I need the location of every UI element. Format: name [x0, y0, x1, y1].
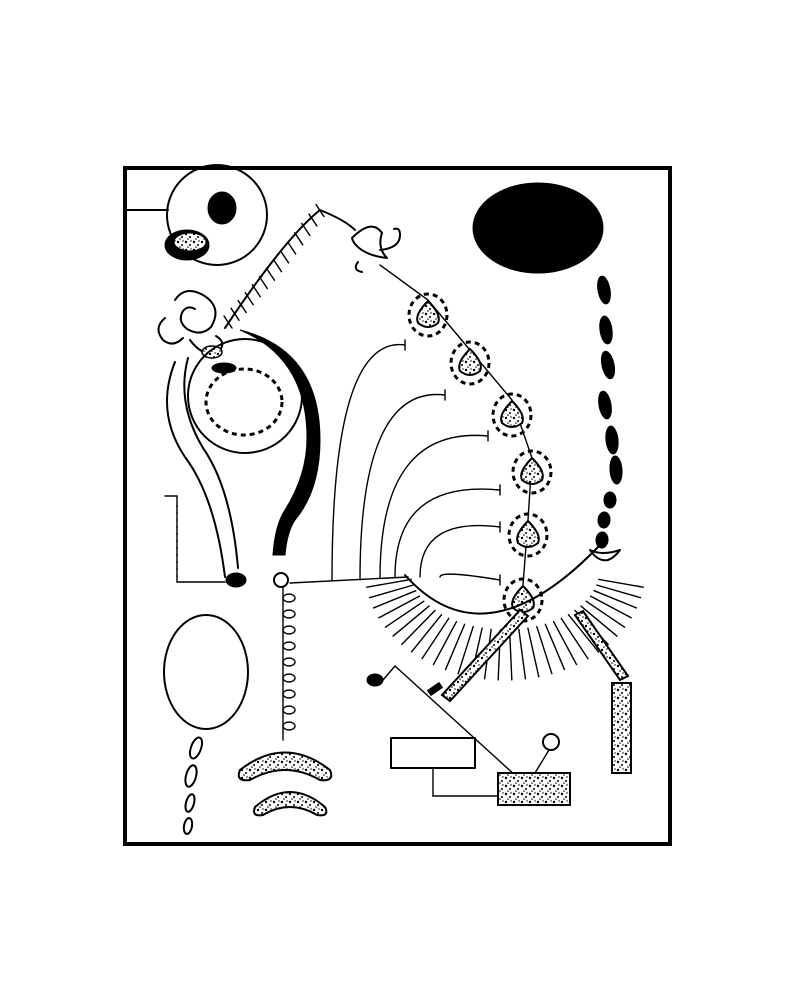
ray	[401, 609, 436, 646]
droplet-outline	[449, 340, 491, 386]
kidney-shapes	[237, 751, 333, 817]
ray	[457, 625, 474, 675]
fern-tick	[237, 299, 247, 314]
fern-tick	[279, 250, 290, 264]
bead	[282, 593, 296, 603]
fern-tick	[272, 258, 283, 273]
cup-shape	[589, 549, 621, 562]
fern-tick	[308, 213, 318, 227]
black-dash	[597, 511, 611, 529]
ray	[432, 620, 458, 666]
ray	[410, 613, 443, 653]
black-dash-column	[595, 275, 623, 549]
black-dash	[599, 315, 613, 345]
black-dash	[600, 350, 616, 380]
ray	[598, 578, 644, 588]
ray	[527, 627, 540, 678]
fern-tick	[315, 203, 325, 218]
bead-chain	[282, 593, 296, 731]
fan-arc	[419, 524, 501, 578]
ray	[593, 589, 638, 609]
droplet-outline	[491, 392, 533, 438]
left-oval	[163, 614, 249, 835]
ray	[585, 600, 626, 628]
ray	[366, 578, 412, 588]
fern-tick	[301, 222, 311, 237]
fan-arc	[394, 488, 501, 578]
ray	[508, 629, 513, 681]
picture-frame	[123, 166, 672, 846]
black-dash	[598, 390, 612, 420]
fern-tick	[223, 315, 233, 329]
droplet	[458, 347, 482, 376]
black-dash	[597, 275, 611, 305]
left-stem	[166, 357, 247, 588]
fan-arc	[379, 434, 489, 579]
ray	[444, 623, 466, 671]
bead	[282, 721, 296, 731]
bead	[282, 657, 296, 667]
ray	[536, 625, 553, 675]
ray	[372, 589, 417, 609]
eye-circle	[126, 164, 268, 266]
ray	[518, 628, 527, 680]
ray	[392, 605, 430, 637]
ray	[589, 595, 632, 619]
droplet	[500, 399, 524, 428]
ray	[580, 605, 618, 637]
black-dash	[605, 425, 619, 455]
flower-head	[157, 290, 224, 359]
fan-arcs	[331, 339, 501, 586]
ray-bowl	[366, 544, 644, 681]
fan-arc	[439, 573, 501, 581]
black-dash	[603, 491, 617, 509]
fern-tick	[286, 241, 297, 255]
curly-flower	[351, 225, 401, 273]
bracket-line	[164, 495, 226, 583]
bead	[282, 625, 296, 635]
tall-speckled-bar	[611, 682, 632, 774]
droplet	[416, 299, 440, 328]
fan-arc	[359, 393, 446, 581]
ray	[378, 595, 421, 619]
bead	[282, 609, 296, 619]
bead	[282, 641, 296, 651]
circuit-parts	[366, 664, 571, 806]
bead	[282, 689, 296, 699]
bead	[282, 673, 296, 683]
ray	[560, 617, 589, 660]
droplet	[520, 456, 544, 485]
fern-tick	[258, 275, 269, 290]
fern-tick	[251, 284, 262, 298]
fern-tick	[244, 292, 254, 306]
droplet-outline	[407, 292, 449, 338]
ray	[552, 620, 578, 666]
black-curve	[239, 329, 321, 556]
ray	[384, 600, 425, 628]
ray	[421, 617, 450, 660]
ray	[567, 613, 600, 653]
bracket-dots	[176, 505, 178, 577]
bead	[282, 705, 296, 715]
black-oval	[472, 182, 604, 274]
ray	[368, 584, 414, 599]
ray	[544, 623, 566, 671]
black-dash	[609, 455, 623, 485]
fan-arc	[331, 343, 406, 581]
fern-tick	[230, 307, 240, 321]
droplet-chain	[379, 264, 553, 623]
droplet-outline	[511, 449, 553, 495]
droplet	[516, 519, 540, 548]
fern-tick	[265, 267, 276, 281]
black-dash	[595, 531, 609, 549]
fern-line	[223, 203, 356, 329]
speckled-rods	[426, 608, 630, 703]
droplet-outline	[507, 512, 549, 558]
fern-tick	[294, 232, 304, 246]
ray	[596, 584, 642, 599]
